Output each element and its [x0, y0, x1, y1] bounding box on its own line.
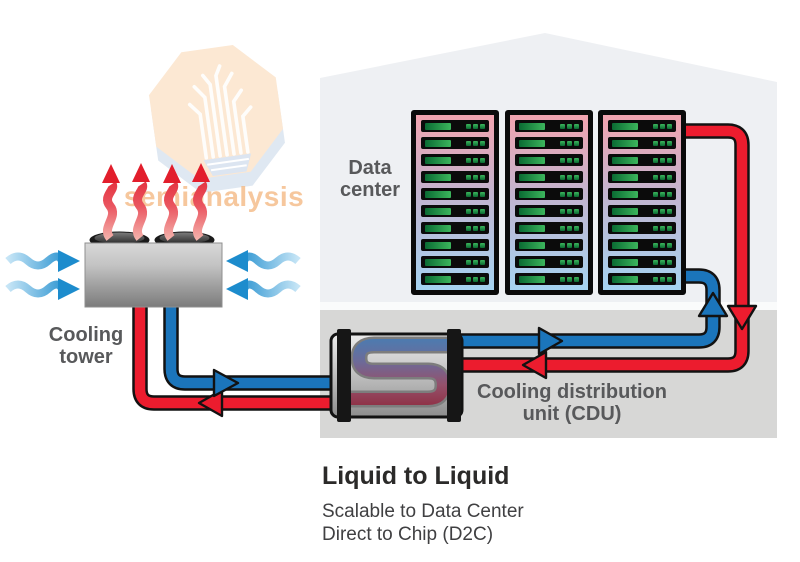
- cooling-tower: [84, 231, 223, 308]
- hot-flow-arrow-down-icon: [726, 304, 758, 331]
- air-arrow-left-icon: [226, 278, 301, 300]
- heat-arrow-icon: [132, 163, 150, 241]
- caption-subtitle-line1: Scalable to Data Center: [322, 501, 524, 522]
- cdu-heat-exchanger: [329, 329, 464, 422]
- data-center-label: Data center: [320, 157, 420, 201]
- hot-flow-arrow-left-icon: [521, 350, 548, 380]
- cold-flow-arrow-up-icon: [697, 291, 729, 318]
- heat-arrow-icon: [192, 163, 210, 241]
- heat-arrow-icon: [163, 164, 181, 241]
- cdu-band-left: [337, 329, 351, 422]
- cdu-label-line1: Cooling distribution: [477, 381, 667, 403]
- caption-subtitle: Scalable to Data Center Direct to Chip (…: [322, 500, 524, 546]
- caption-title: Liquid to Liquid: [322, 462, 510, 490]
- cdu-label: Cooling distribution unit (CDU): [470, 381, 674, 425]
- facility-water-loop: [132, 300, 352, 418]
- data-center-label-line1: Data: [348, 157, 392, 179]
- hot-pipe-from-racks: [458, 125, 748, 371]
- air-intake-arrows: [5, 250, 301, 300]
- air-arrow-right-icon: [5, 250, 80, 272]
- semianalysis-watermark-logo: semianalysis: [124, 45, 304, 212]
- logo-base-lines: [207, 157, 249, 172]
- heat-exchange-coil: [342, 339, 458, 405]
- watermark-brand-text: semianalysis: [124, 181, 304, 212]
- circuit-tree-icon: [187, 64, 253, 160]
- heat-exhaust-arrows: [102, 163, 210, 241]
- cold-flow-arrow-right-icon: [537, 326, 564, 356]
- building-floor-line: [320, 302, 777, 310]
- cooling-tower-label-line2: tower: [59, 346, 113, 368]
- heat-arrow-icon: [102, 164, 120, 241]
- data-center-label-line2: center: [339, 179, 401, 201]
- cooling-tower-label-line1: Cooling: [48, 324, 124, 346]
- logo-octagon: [149, 45, 283, 179]
- it-water-loop: [452, 123, 758, 380]
- air-arrow-right-icon: [5, 278, 80, 300]
- tower-body: [84, 242, 223, 308]
- cold-flow-arrow-right-icon: [212, 368, 240, 398]
- caption-subtitle-line2: Direct to Chip (D2C): [322, 524, 494, 545]
- cdu-label-line2: unit (CDU): [522, 403, 622, 425]
- hot-pipe-to-tower: [134, 300, 352, 409]
- hot-flow-arrow-left-icon: [197, 388, 224, 418]
- cdu-band-right: [447, 329, 461, 422]
- cooling-tower-label: Cooling tower: [36, 324, 136, 368]
- cold-pipe-from-tower: [165, 300, 352, 389]
- air-arrow-left-icon: [226, 250, 301, 272]
